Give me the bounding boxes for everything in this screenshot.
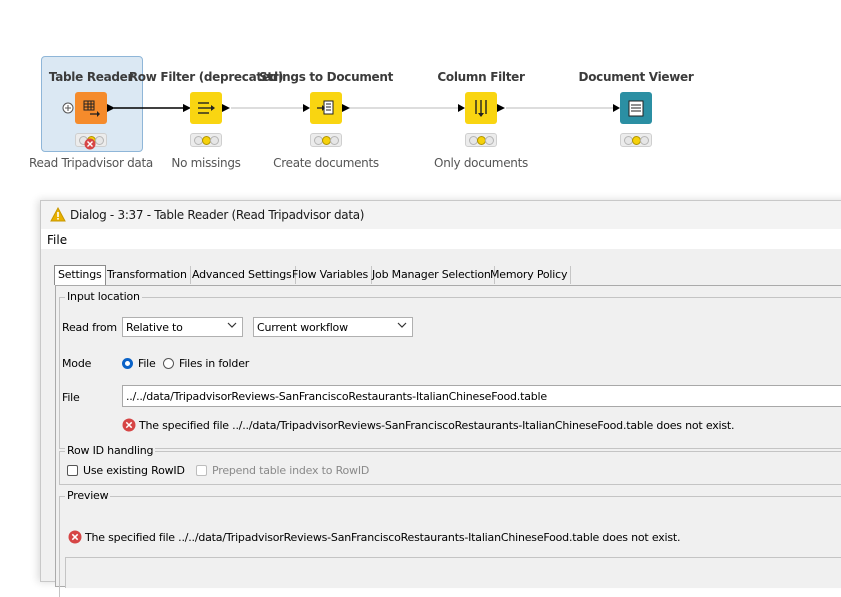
relative-to-value: Current workflow <box>257 321 348 334</box>
mode-label: Mode <box>62 357 92 370</box>
tab-settings[interactable]: Settings <box>54 265 106 285</box>
dialog-title: Dialog - 3:37 - Table Reader (Read Tripa… <box>70 208 365 222</box>
output-port-icon[interactable] <box>222 104 230 112</box>
node-status-traffic-light <box>620 133 652 147</box>
prepend-index-label[interactable]: Prepend table index to RowID <box>212 464 370 477</box>
node-status-traffic-light <box>190 133 222 147</box>
error-icon <box>122 418 136 432</box>
use-existing-rowid-label[interactable]: Use existing RowID <box>83 464 185 477</box>
node-label-table-reader[interactable]: Read Tripadvisor data <box>29 156 153 170</box>
node-configuration-dialog: Dialog - 3:37 - Table Reader (Read Tripa… <box>40 200 841 597</box>
input-location-group: Input location Read from Relative to Cur… <box>59 290 841 449</box>
mode-file-label[interactable]: File <box>138 357 156 370</box>
menu-file[interactable]: File <box>47 233 68 247</box>
node-connections <box>114 104 620 112</box>
column-filter-icon[interactable] <box>465 92 497 124</box>
node-title-row-filter: Row Filter (deprecated) <box>128 70 284 84</box>
node-label-column-filter[interactable]: Only documents <box>434 156 528 170</box>
preview-table[interactable] <box>65 557 841 588</box>
read-from-value: Relative to <box>126 321 183 334</box>
row-id-group: Row ID handling Use existing RowID Prepe… <box>59 444 841 485</box>
node-status-traffic-light <box>310 133 342 147</box>
output-port-icon[interactable] <box>342 104 350 112</box>
file-path-input[interactable] <box>122 385 841 407</box>
read-from-label: Read from <box>62 321 117 334</box>
node-title-table-reader: Table Reader <box>48 70 134 84</box>
error-badge-icon <box>84 138 96 150</box>
tab-memory-policy[interactable]: Memory Policy <box>487 266 572 284</box>
file-error-message: The specified file ../../data/Tripadviso… <box>139 419 735 432</box>
use-existing-rowid-checkbox[interactable] <box>67 465 78 476</box>
dialog-title-bar[interactable]: Dialog - 3:37 - Table Reader (Read Tripa… <box>41 201 841 229</box>
flow-variable-port-icon[interactable] <box>62 102 74 114</box>
chevron-down-icon <box>227 322 237 328</box>
menu-bar: File <box>41 229 841 249</box>
error-icon <box>68 530 82 544</box>
table-reader-icon[interactable] <box>75 92 107 124</box>
row-filter-icon[interactable] <box>190 92 222 124</box>
output-port-icon[interactable] <box>497 104 505 112</box>
chevron-down-icon <box>397 322 407 328</box>
input-port-icon[interactable] <box>183 104 191 112</box>
mode-file-radio[interactable] <box>122 358 133 369</box>
strings-to-document-icon[interactable] <box>310 92 342 124</box>
node-status-traffic-light <box>465 133 497 147</box>
output-port-icon[interactable] <box>107 104 115 112</box>
tab-advanced-settings[interactable]: Advanced Settings <box>189 266 296 284</box>
input-location-title: Input location <box>65 290 142 303</box>
file-label: File <box>62 391 80 404</box>
settings-panel: Input location Read from Relative to Cur… <box>55 285 841 597</box>
document-viewer-icon[interactable] <box>620 92 652 124</box>
preview-title: Preview <box>65 489 111 502</box>
read-from-select[interactable]: Relative to <box>122 317 243 337</box>
preview-error-message: The specified file ../../data/Tripadviso… <box>85 531 681 544</box>
node-label-strings-to-document[interactable]: Create documents <box>273 156 379 170</box>
prepend-index-checkbox[interactable] <box>196 465 207 476</box>
tab-flow-variables[interactable]: Flow Variables <box>289 266 373 284</box>
tab-job-manager-selection[interactable]: Job Manager Selection <box>369 266 495 284</box>
relative-to-select[interactable]: Current workflow <box>253 317 413 337</box>
mode-folder-label[interactable]: Files in folder <box>179 357 250 370</box>
mode-folder-radio[interactable] <box>163 358 174 369</box>
warning-icon <box>50 207 66 222</box>
row-id-title: Row ID handling <box>65 444 156 457</box>
node-title-document-viewer: Document Viewer <box>578 70 694 84</box>
node-title-strings-to-document: Strings to Document <box>258 70 394 84</box>
file-path-field[interactable] <box>123 386 841 406</box>
tab-transformation[interactable]: Transformation <box>104 266 191 284</box>
node-label-row-filter[interactable]: No missings <box>171 156 241 170</box>
node-title-column-filter: Column Filter <box>437 70 525 84</box>
preview-group: Preview The specified file ../../data/Tr… <box>59 489 841 597</box>
